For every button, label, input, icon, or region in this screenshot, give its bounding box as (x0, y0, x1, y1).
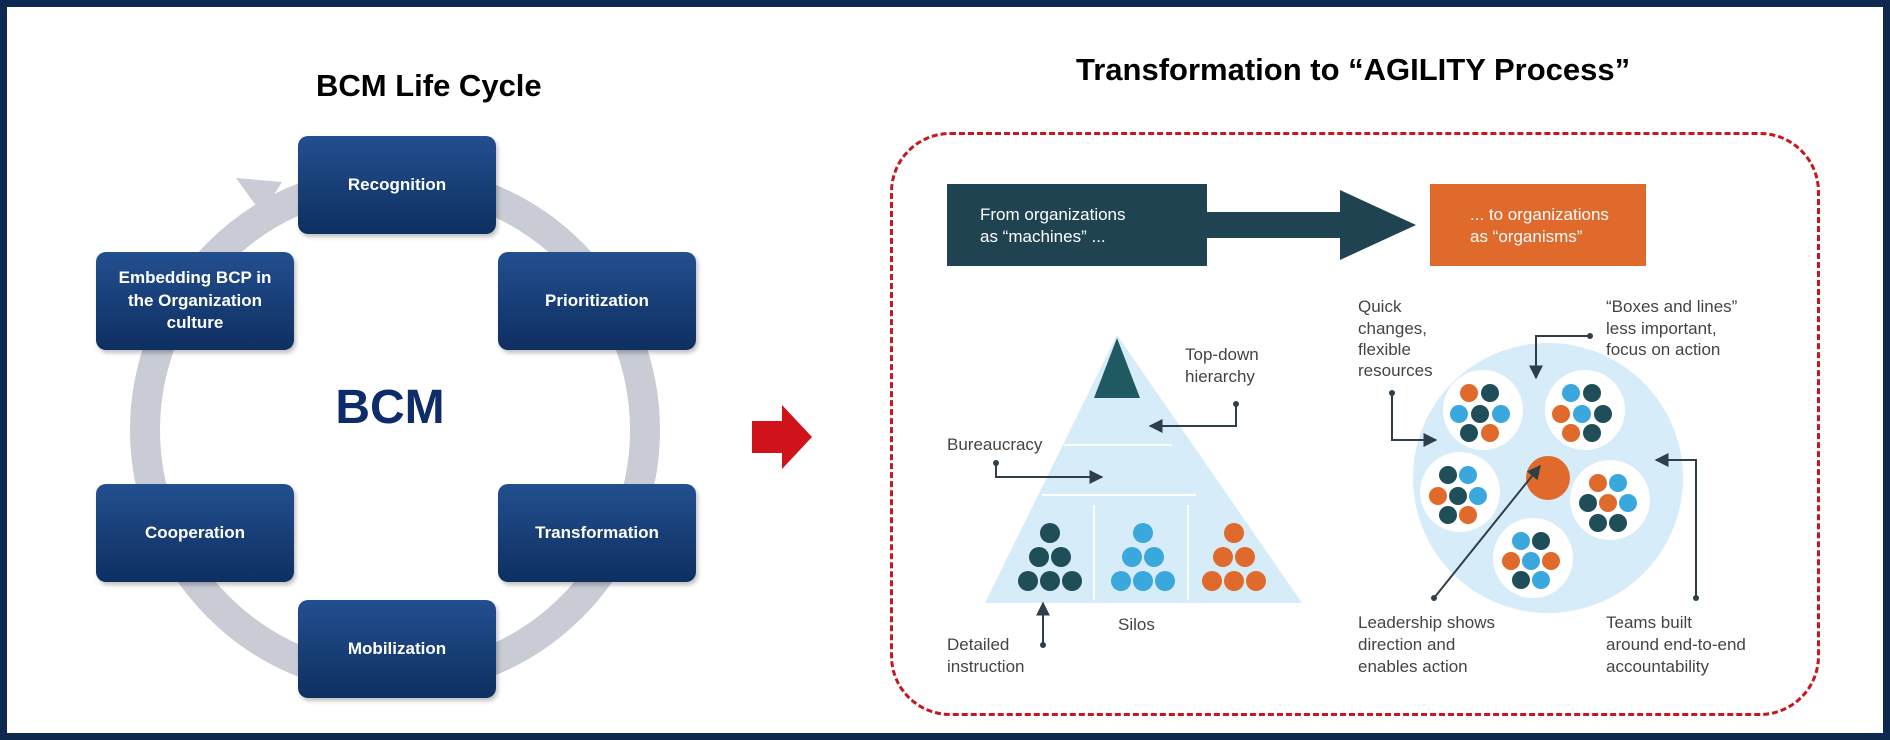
quick-label-line1: Quick (1358, 297, 1402, 316)
organism-team-e (1570, 460, 1650, 540)
silo-dark-team (1018, 523, 1082, 591)
silos-label: Silos (1118, 615, 1155, 634)
pyramid-top-hierarchy (1094, 338, 1140, 398)
node-prioritization-label: Prioritization (545, 290, 649, 310)
bcm-center-label: BCM (335, 381, 445, 434)
leadership-leader (1433, 464, 1541, 599)
banner-arrow-head (1340, 190, 1416, 260)
top-down-leader (1148, 404, 1237, 433)
node-embedding-bcp[interactable]: Embedding BCP in the Organization cultur… (96, 252, 294, 350)
bcm-life-cycle-title: BCM Life Cycle (316, 68, 542, 103)
top-down-leader-dot (1233, 401, 1239, 407)
from-box-line1: From organizations (980, 205, 1126, 224)
node-recognition[interactable]: Recognition (298, 136, 496, 234)
silo-orange-team (1202, 523, 1266, 591)
leadership-leader-dot (1431, 595, 1437, 601)
bureaucracy-leader-dot (993, 460, 999, 466)
organism-team-nw (1443, 370, 1523, 450)
to-box-line2: as “organisms” (1470, 227, 1583, 246)
to-organisms-box (1430, 184, 1646, 266)
quick-label-line2: changes, (1358, 319, 1427, 338)
teams-leader-dot (1693, 595, 1699, 601)
agility-title: Transformation to “AGILITY Process” (1076, 52, 1631, 87)
quick-leader-dot (1389, 390, 1395, 396)
node-mobilization[interactable]: Mobilization (298, 600, 496, 698)
from-box-line2: as “machines” ... (980, 227, 1106, 246)
boxes-leader (1529, 335, 1590, 380)
top-down-label-line2: hierarchy (1185, 367, 1255, 386)
to-box-line1: ... to organizations (1470, 205, 1609, 224)
quick-label-line4: resources (1358, 361, 1433, 380)
cycle-ring-arrowhead (236, 178, 282, 214)
boxes-label-line2: less important, (1606, 319, 1717, 338)
silo-blue-team (1111, 523, 1175, 591)
teams-leader (1654, 453, 1697, 598)
node-recognition-label: Recognition (347, 174, 447, 194)
banner-arrow-shaft (1207, 212, 1342, 238)
boxes-label-line3: focus on action (1606, 340, 1720, 359)
organism-team-ne (1545, 370, 1625, 450)
agility-dashed-frame (890, 132, 1820, 716)
quick-label-line3: flexible (1358, 340, 1411, 359)
organism-team-s (1493, 518, 1573, 598)
bureaucracy-leader (995, 463, 1104, 484)
organism-team-w (1420, 452, 1500, 532)
node-embedding-bcp-label: Embedding BCP in the Organization cultur… (118, 267, 272, 333)
detailed-label-line1: Detailed (947, 635, 1009, 654)
leadership-label-line2: direction and (1358, 635, 1455, 654)
bureaucracy-label: Bureaucracy (947, 435, 1043, 454)
teams-label-line3: accountability (1606, 657, 1710, 676)
teams-label-line2: around end-to-end (1606, 635, 1746, 654)
quick-leader (1391, 393, 1438, 447)
node-cooperation-label: Cooperation (144, 522, 246, 542)
detailed-label-line2: instruction (947, 657, 1024, 676)
node-prioritization[interactable]: Prioritization (498, 252, 696, 350)
boxes-leader-dot (1587, 333, 1593, 339)
node-transformation[interactable]: Transformation (498, 484, 696, 582)
node-mobilization-label: Mobilization (347, 638, 447, 658)
top-down-label-line1: Top-down (1185, 345, 1259, 364)
red-arrow-shape (752, 405, 812, 469)
detailed-leader-dot (1040, 642, 1046, 648)
organism-core (1526, 456, 1570, 500)
red-transition-arrow (752, 405, 812, 469)
node-transformation-label: Transformation (535, 522, 659, 542)
leadership-label-line3: enables action (1358, 657, 1468, 676)
leadership-label-line1: Leadership shows (1358, 613, 1495, 632)
boxes-label-line1: “Boxes and lines” (1606, 297, 1738, 316)
from-machines-box (947, 184, 1207, 266)
teams-label-line1: Teams built (1606, 613, 1692, 632)
node-cooperation[interactable]: Cooperation (96, 484, 294, 582)
pyramid-body (985, 335, 1302, 603)
